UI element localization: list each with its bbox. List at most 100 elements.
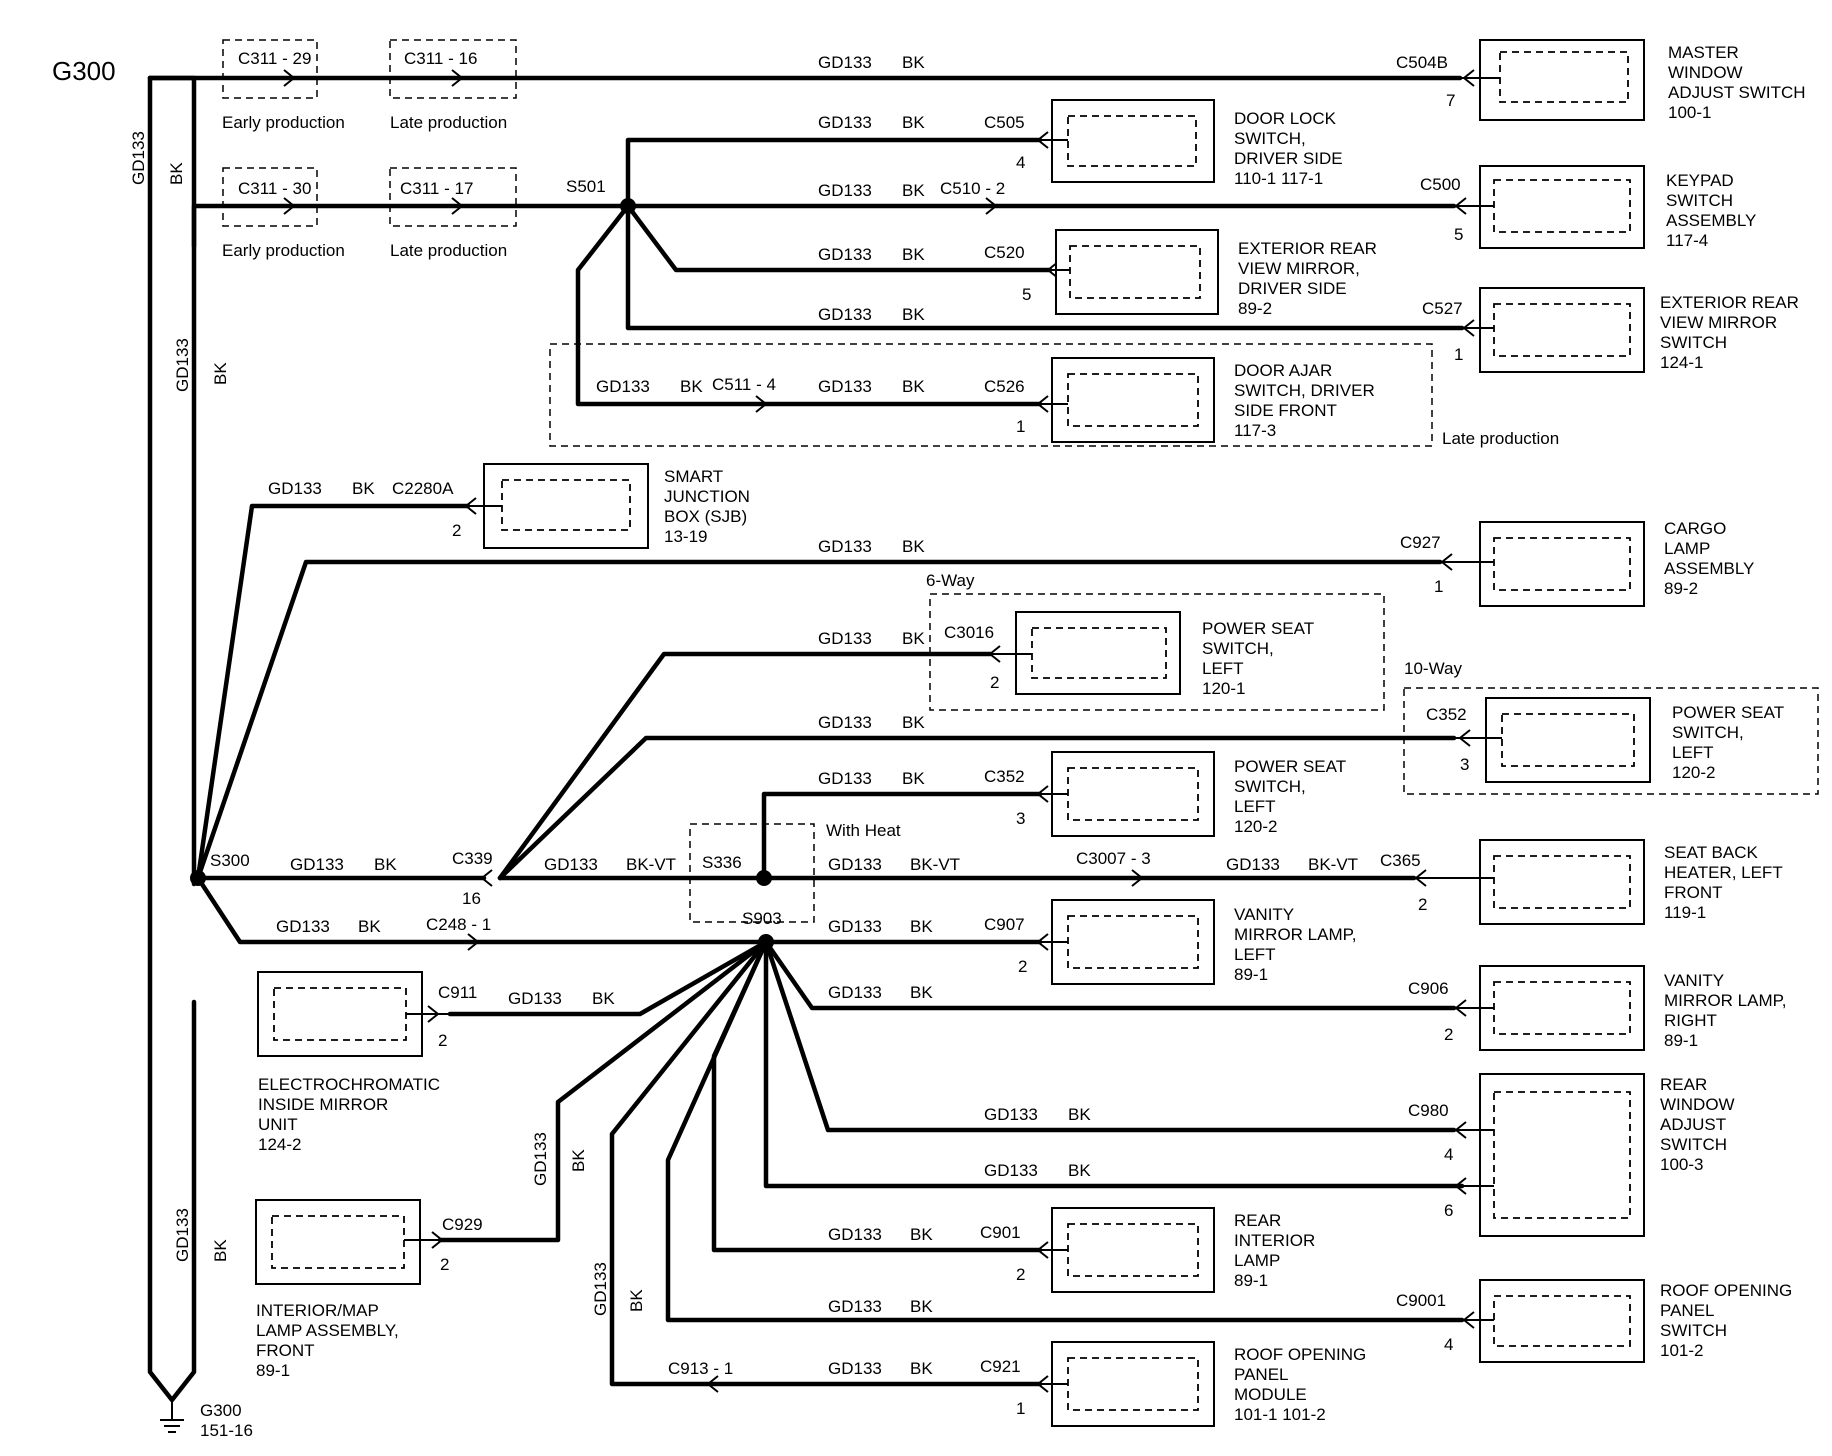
svg-text:BK: BK (592, 989, 615, 1008)
svg-text:GD133: GD133 (828, 1297, 882, 1316)
svg-text:2: 2 (1418, 895, 1427, 914)
svg-text:GD133: GD133 (828, 855, 882, 874)
svg-text:MIRROR LAMP,: MIRROR LAMP, (1664, 991, 1787, 1010)
bk-vt-2: BK-VT (910, 855, 960, 874)
svg-text:BK: BK (902, 181, 925, 200)
svg-text:2: 2 (452, 521, 461, 540)
c505-label: C505 (984, 113, 1025, 132)
svg-text:GD133: GD133 (508, 989, 562, 1008)
c511-label: C511 - 4 (712, 375, 776, 394)
svg-text:HEATER, LEFT: HEATER, LEFT (1664, 863, 1783, 882)
svg-text:SWITCH,: SWITCH, (1234, 129, 1306, 148)
late-production-2: Late production (390, 241, 507, 260)
with-heat-group (689, 823, 815, 923)
svg-text:ELECTROCHROMATIC: ELECTROCHROMATIC (258, 1075, 440, 1094)
rear-interior-lamp (1051, 1207, 1215, 1293)
svg-text:120-2: 120-2 (1234, 817, 1277, 836)
trunk-circuit-label: GD133 (129, 131, 148, 185)
svg-text:89-1: 89-1 (1664, 1031, 1698, 1050)
svg-text:GD133: GD133 (818, 537, 872, 556)
c921-label: C921 (980, 1357, 1021, 1376)
svg-text:LEFT: LEFT (1672, 743, 1714, 762)
svg-text:LEFT: LEFT (1234, 945, 1276, 964)
svg-text:SWITCH: SWITCH (1660, 1321, 1727, 1340)
trunk-color-label-2: BK (211, 362, 230, 385)
c9001-label: C9001 (1396, 1291, 1446, 1310)
svg-text:POWER SEAT: POWER SEAT (1672, 703, 1784, 722)
early-production-1: Early production (222, 113, 345, 132)
seat-back-heater (1479, 839, 1645, 925)
roof-opening-panel-module (1051, 1341, 1215, 1427)
svg-text:BK: BK (902, 713, 925, 732)
svg-text:GD133: GD133 (828, 917, 882, 936)
trunk-circuit-label-2: GD133 (173, 338, 192, 392)
c901-label: C901 (980, 1223, 1021, 1242)
svg-text:2: 2 (438, 1031, 447, 1050)
six-way-group (929, 593, 1385, 711)
svg-text:BK: BK (910, 1359, 933, 1378)
svg-text:BK: BK (627, 1289, 646, 1312)
svg-text:PANEL: PANEL (1660, 1301, 1715, 1320)
svg-text:SWITCH: SWITCH (1660, 1135, 1727, 1154)
cargo-lamp (1479, 521, 1645, 607)
power-seat-left-text: POWER SEAT SWITCH, LEFT 120-2 (1234, 757, 1346, 836)
wire-to-s501 (191, 203, 631, 249)
svg-text:BK: BK (569, 1149, 588, 1172)
svg-text:BK: BK (910, 983, 933, 1002)
svg-text:ADJUST: ADJUST (1660, 1115, 1726, 1134)
svg-text:GD133: GD133 (596, 377, 650, 396)
trunk-color-label: BK (167, 162, 186, 185)
svg-text:INSIDE MIRROR: INSIDE MIRROR (258, 1095, 388, 1114)
svg-text:BK: BK (352, 479, 375, 498)
exterior-mirror-driver-text: EXTERIOR REAR VIEW MIRROR, DRIVER SIDE 8… (1238, 239, 1377, 318)
c527-label: C527 (1422, 299, 1463, 318)
c339-pin: 16 (462, 889, 481, 908)
svg-text:POWER SEAT: POWER SEAT (1202, 619, 1314, 638)
svg-text:100-1: 100-1 (1668, 103, 1711, 122)
svg-text:KEYPAD: KEYPAD (1666, 171, 1734, 190)
svg-text:BK: BK (910, 917, 933, 936)
svg-text:GD133: GD133 (828, 1359, 882, 1378)
s501-label: S501 (566, 177, 606, 196)
early-production-2: Early production (222, 241, 345, 260)
s903-label: S903 (742, 909, 782, 928)
svg-text:FRONT: FRONT (1664, 883, 1723, 902)
svg-text:SWITCH: SWITCH (1660, 333, 1727, 352)
svg-text:DOOR AJAR: DOOR AJAR (1234, 361, 1332, 380)
c352-label: C352 (984, 767, 1025, 786)
rear-window-switch (1479, 1073, 1645, 1237)
svg-text:GD133: GD133 (290, 855, 344, 874)
svg-text:LEFT: LEFT (1234, 797, 1276, 816)
svg-text:1: 1 (1016, 1399, 1025, 1418)
svg-text:117-3: 117-3 (1234, 421, 1276, 440)
svg-text:2: 2 (440, 1255, 449, 1274)
svg-text:LAMP: LAMP (1234, 1251, 1280, 1270)
svg-text:MASTER: MASTER (1668, 43, 1739, 62)
rear-window-text: REAR WINDOW ADJUST SWITCH 100-3 (1660, 1075, 1735, 1174)
svg-text:GD133: GD133 (984, 1105, 1038, 1124)
c339-label: C339 (452, 849, 493, 868)
svg-text:BK: BK (910, 1225, 933, 1244)
svg-text:124-2: 124-2 (258, 1135, 301, 1154)
svg-text:BK: BK (902, 629, 925, 648)
power-seat-6way-text: POWER SEAT SWITCH, LEFT 120-1 (1202, 619, 1314, 698)
svg-text:89-1: 89-1 (256, 1361, 290, 1380)
svg-text:PANEL: PANEL (1234, 1365, 1289, 1384)
c927-label: C927 (1400, 533, 1441, 552)
trunk-circuit-label-3: GD133 (173, 1208, 192, 1262)
power-seat-switch-10way (1485, 697, 1651, 783)
svg-text:EXTERIOR REAR: EXTERIOR REAR (1660, 293, 1799, 312)
c520-label: C520 (984, 243, 1025, 262)
svg-text:2: 2 (1016, 1265, 1025, 1284)
c248-label: C248 - 1 (426, 915, 491, 934)
svg-text:INTERIOR/MAP: INTERIOR/MAP (256, 1301, 379, 1320)
c510-label: C510 - 2 (940, 179, 1005, 198)
svg-text:124-1: 124-1 (1660, 353, 1703, 372)
c980-label: C980 (1408, 1101, 1449, 1120)
c311-17-label: C311 - 17 (400, 179, 473, 198)
svg-text:1: 1 (1454, 345, 1463, 364)
svg-text:ASSEMBLY: ASSEMBLY (1666, 211, 1756, 230)
svg-text:5: 5 (1022, 285, 1031, 304)
svg-text:SWITCH,: SWITCH, (1234, 777, 1306, 796)
svg-text:1: 1 (1434, 577, 1443, 596)
